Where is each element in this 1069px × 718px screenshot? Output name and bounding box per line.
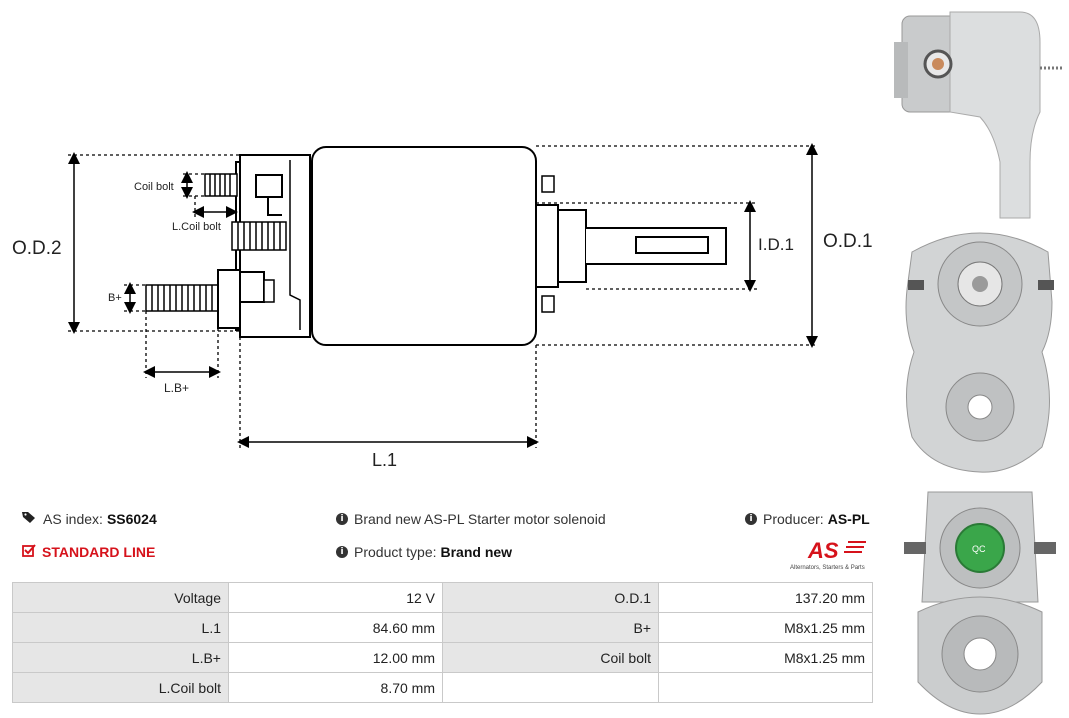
product-type: i Product type: Brand new bbox=[336, 544, 512, 560]
standard-line: STANDARD LINE bbox=[22, 544, 155, 560]
standard-line-text: STANDARD LINE bbox=[42, 544, 156, 560]
b-plus-label: B+ bbox=[108, 292, 122, 304]
info-icon: i bbox=[336, 546, 348, 558]
l1-label: L.1 bbox=[372, 450, 397, 470]
spec-value: 84.60 mm bbox=[228, 612, 443, 643]
as-index-value: SS6024 bbox=[106, 511, 157, 527]
spec-value: 12.00 mm bbox=[228, 642, 443, 673]
spec-label: Voltage bbox=[12, 582, 229, 613]
coil-bolt-drawing bbox=[204, 173, 238, 197]
product-photo-back: QC bbox=[904, 491, 1056, 715]
producer-value: AS-PL bbox=[827, 511, 870, 527]
spec-value: 12 V bbox=[228, 582, 443, 613]
spec-label bbox=[442, 672, 659, 703]
spec-label: L.1 bbox=[12, 612, 229, 643]
od2-label: O.D.2 bbox=[12, 238, 62, 259]
producer: i Producer: AS-PL bbox=[745, 511, 870, 527]
producer-label: Producer: bbox=[763, 511, 824, 527]
spec-label: L.B+ bbox=[12, 642, 229, 673]
spec-value bbox=[658, 672, 873, 703]
tag-icon bbox=[22, 511, 37, 527]
spec-label: O.D.1 bbox=[442, 582, 659, 613]
spec-label: B+ bbox=[442, 612, 659, 643]
table-row: Voltage 12 V O.D.1 137.20 mm bbox=[12, 582, 873, 613]
product-type-label: Product type: bbox=[354, 544, 437, 560]
spec-value: M8x1.25 mm bbox=[658, 642, 873, 673]
product-photo-front bbox=[905, 232, 1054, 473]
spec-value: 137.20 mm bbox=[658, 582, 873, 613]
description: i Brand new AS-PL Starter motor solenoid bbox=[336, 511, 606, 527]
info-icon: i bbox=[745, 513, 757, 525]
solenoid-technical-drawing: O.D.2 O.D.1 I.D.1 L.1 Coil bolt L.Coil b… bbox=[12, 143, 873, 470]
checkbox-icon bbox=[22, 544, 36, 560]
spec-label: L.Coil bolt bbox=[12, 672, 229, 703]
spec-value: M8x1.25 mm bbox=[658, 612, 873, 643]
id1-label: I.D.1 bbox=[758, 235, 794, 254]
table-row: L.1 84.60 mm B+ M8x1.25 mm bbox=[12, 612, 873, 643]
description-text: Brand new AS-PL Starter motor solenoid bbox=[354, 511, 606, 527]
coil-bolt-label: Coil bolt bbox=[134, 181, 174, 193]
l-coil-bolt-label: L.Coil bolt bbox=[172, 221, 221, 233]
spec-label: Coil bolt bbox=[442, 642, 659, 673]
product-photo-side bbox=[894, 11, 1062, 219]
as-pl-logo: AS Alternators, Starters & Parts bbox=[786, 536, 878, 572]
logo-wordmark: AS bbox=[807, 538, 839, 563]
l-b-plus-label: L.B+ bbox=[164, 381, 189, 395]
spec-value: 8.70 mm bbox=[228, 672, 443, 703]
as-index: AS index: SS6024 bbox=[22, 511, 157, 527]
info-icon: i bbox=[336, 513, 348, 525]
table-row: L.Coil bolt 8.70 mm bbox=[12, 672, 873, 703]
product-type-value: Brand new bbox=[440, 544, 513, 560]
qc-badge: QC bbox=[972, 544, 986, 554]
logo-tagline: Alternators, Starters & Parts bbox=[790, 565, 865, 571]
specs-table: Voltage 12 V O.D.1 137.20 mm L.1 84.60 m… bbox=[12, 582, 873, 703]
b-plus-bolt-drawing bbox=[145, 269, 275, 329]
as-index-label: AS index: bbox=[43, 511, 103, 527]
od1-label: O.D.1 bbox=[823, 231, 873, 252]
table-row: L.B+ 12.00 mm Coil bolt M8x1.25 mm bbox=[12, 642, 873, 673]
